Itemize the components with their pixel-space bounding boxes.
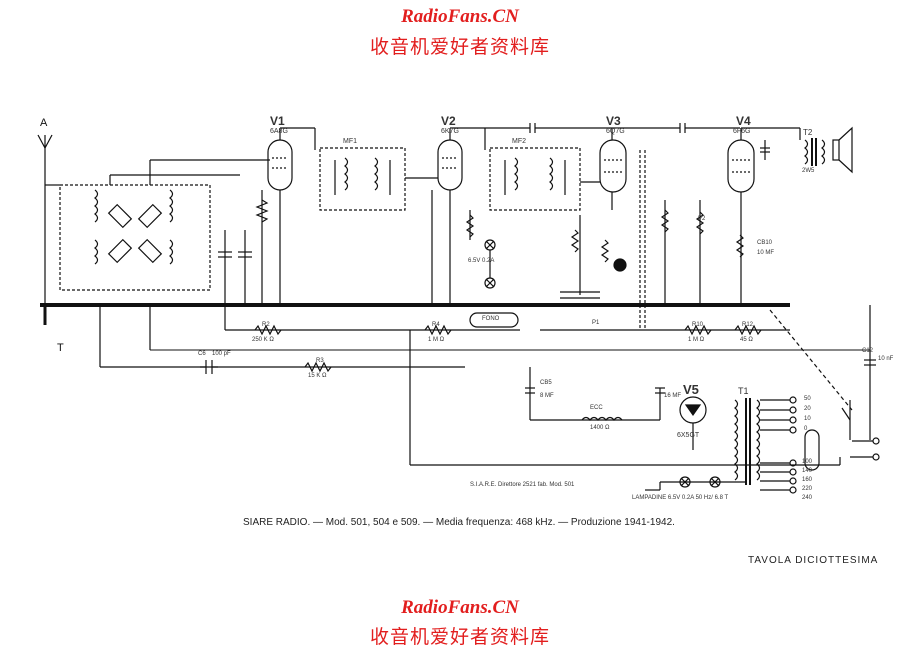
switch-4	[137, 238, 163, 264]
tube-v3-type: 6Q7G	[606, 128, 625, 135]
volume-control	[613, 258, 627, 272]
tap-1: 20	[804, 406, 811, 412]
tube-v2-name: V2	[441, 114, 456, 128]
r3-label: R3	[316, 358, 324, 364]
tube-v1-type: 6A8G	[270, 128, 288, 135]
tube-v5-type: 6X5GT	[677, 432, 700, 439]
resistor-r2	[254, 324, 282, 336]
resistor-r12	[734, 324, 762, 336]
resistor-r3	[304, 361, 332, 373]
t1-label: T1	[738, 386, 749, 396]
speaker-rating: 2W5	[802, 168, 815, 174]
r10-value: 1 M Ω	[688, 337, 705, 343]
switch-2	[137, 203, 163, 229]
switch-1	[107, 203, 133, 229]
vtap-0: 100	[802, 459, 813, 465]
tube-v1-name: V1	[270, 114, 285, 128]
tube-v1	[267, 128, 293, 305]
watermark-title-bottom: RadioFans.CN	[401, 597, 519, 618]
coil-l1	[94, 189, 99, 223]
vtap-1: 140	[802, 468, 813, 474]
if-transformer-2	[489, 147, 581, 211]
output-transformer	[804, 138, 826, 166]
r12-value: 45 Ω	[740, 337, 753, 343]
tube-v3-name: V3	[606, 114, 621, 128]
resistor-r4	[424, 324, 452, 336]
r12-label: R12	[742, 322, 754, 328]
cb5-label: CB5	[540, 380, 552, 386]
if1-label: MF1	[343, 138, 357, 145]
coil-l4	[169, 239, 174, 265]
r2-value: 250 K Ω	[252, 337, 274, 343]
coil-l3	[169, 189, 174, 223]
tap-0: 50	[804, 396, 811, 402]
capacitor-c6	[200, 360, 218, 374]
tube-v4-type: 6F6G	[733, 128, 751, 135]
tube-v5-name: V5	[683, 382, 699, 397]
mains-plug-a	[872, 437, 880, 445]
lamp-label: 6.5V 0.2A	[468, 258, 495, 264]
tuning-capacitor	[218, 230, 252, 305]
factory-stamp: S.I.A.R.E. Direttore 2521 fab. Mod. 501	[470, 482, 575, 488]
r3-value: 15 K Ω	[308, 373, 327, 379]
r10-label: R10	[692, 322, 704, 328]
p1-label: P1	[592, 320, 600, 326]
tap-3: 0	[804, 426, 808, 432]
lampadine-label: LAMPADINE 6.5V 0.2A 50 Hz/ 6.8 T	[632, 495, 729, 501]
coil-l2	[94, 239, 99, 265]
tube-v4	[727, 128, 755, 305]
tube-v2	[437, 139, 463, 305]
vtap-3: 220	[802, 486, 813, 492]
t2-label: T2	[803, 128, 813, 137]
watermark-subtitle-bottom: 收音机爱好者资料库	[369, 626, 550, 648]
phono-jack	[469, 312, 519, 328]
filter-choke	[581, 416, 623, 421]
vtap-4: 240	[802, 495, 813, 501]
switch-3	[107, 238, 133, 264]
power-transformer	[734, 398, 761, 485]
cb10-label: CB10	[757, 240, 773, 246]
dashed-link-switch	[769, 309, 853, 411]
antenna-label: A	[40, 117, 48, 129]
schematic-caption: SIARE RADIO. — Mod. 501, 504 e 509. — Me…	[243, 517, 675, 528]
p2-label: P2	[698, 216, 706, 222]
watermark-subtitle-top: 收音机爱好者资料库	[369, 36, 550, 58]
tube-v4-name: V4	[736, 114, 751, 128]
c12-label: C12	[862, 348, 874, 354]
cb5-value: 8 MF	[540, 393, 554, 399]
cb-v5-value: 16 MF	[664, 393, 682, 399]
plate-number: TAVOLA DICIOTTESIMA	[748, 555, 879, 566]
resistor-r10	[684, 324, 712, 336]
r4-value: 1 M Ω	[428, 337, 445, 343]
rf-coil-block	[59, 184, 211, 291]
if-transformer-1	[319, 147, 406, 211]
antenna-symbol	[37, 134, 53, 165]
c6-label: C6	[198, 351, 206, 357]
tube-v3	[599, 128, 627, 210]
speaker-symbol	[832, 126, 853, 174]
tube-v2-type: 6K7G	[441, 128, 459, 135]
c6-value: 100 pF	[212, 351, 231, 357]
ground-label: T	[57, 342, 64, 354]
if2-label: MF2	[512, 138, 526, 145]
tap-2: 10	[804, 416, 811, 422]
vtap-2: 160	[802, 477, 813, 483]
ecc-label: ECC	[590, 405, 603, 411]
ecc-value: 1400 Ω	[590, 425, 610, 431]
phono-label: FONO	[482, 316, 500, 322]
r2-label: R2	[262, 322, 270, 328]
cb10-value: 10 MF	[757, 250, 775, 256]
r4-label: R4	[432, 322, 440, 328]
c12-value: 10 nF	[878, 356, 894, 362]
watermark-title-top: RadioFans.CN	[401, 6, 519, 27]
voltage-selector	[804, 429, 820, 471]
mains-plug-b	[872, 453, 880, 461]
